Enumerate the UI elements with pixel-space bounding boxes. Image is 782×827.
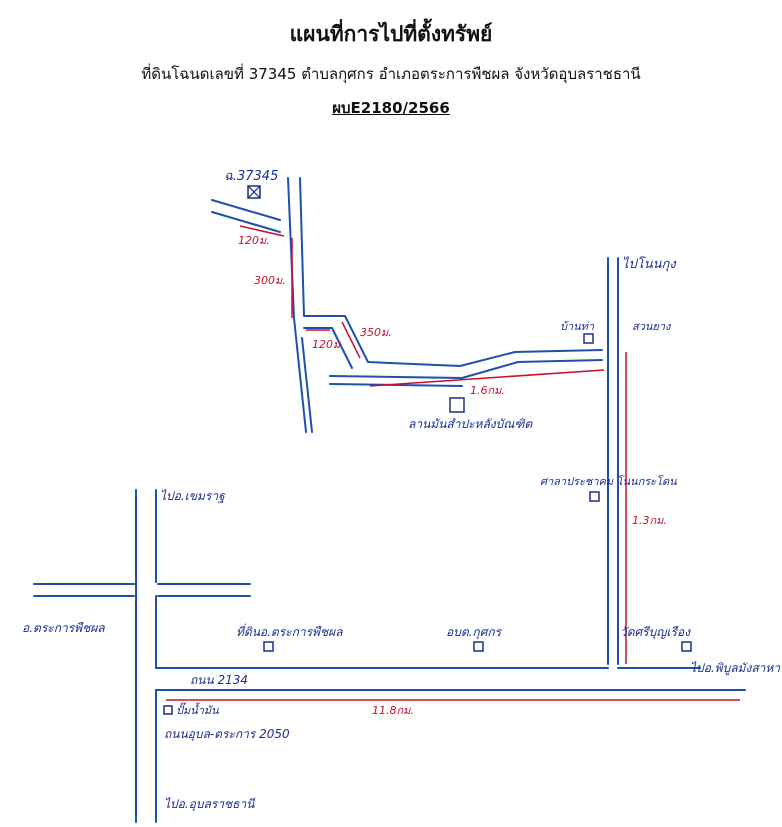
- distance-label-16km: 1.6กม.: [470, 384, 505, 397]
- case-number: ผบE2180/2566: [332, 99, 450, 117]
- road-2134: [135, 489, 746, 823]
- distance-markers: [166, 225, 740, 701]
- kusakon-label: อบต.กุศกร: [446, 625, 503, 640]
- property-label: ฉ.37345: [224, 169, 278, 184]
- temple-label: วัดศรีบุญเรือง: [620, 625, 691, 640]
- to-ubon-label: ไปอ.อุบลราชธานี: [164, 797, 256, 812]
- temple-marker: [681, 641, 692, 652]
- village-marker: [583, 333, 594, 344]
- right-road: [607, 257, 619, 665]
- village2-label: บ้านท่า: [560, 320, 595, 333]
- distance-label-13km: 1.3กม.: [632, 514, 667, 527]
- to-phibun-label: ไปอ.พิบูลมังสาหาร: [690, 661, 782, 676]
- distance-label-120b: 120ม.: [312, 338, 344, 351]
- distance-label-350: 350ม.: [360, 326, 392, 339]
- school-label: ลานมันสำปะหลังบัณฑิต: [408, 417, 533, 431]
- road-2134-label: ถนน 2134: [190, 673, 248, 687]
- to-nong-khu-label: ไปโนนกุง: [622, 256, 677, 272]
- trakan-label: อ.ตระการพืชผล: [22, 621, 105, 635]
- map-title: แผนที่การไปที่ตั้งทรัพย์: [289, 22, 493, 46]
- school-marker: [449, 397, 465, 413]
- land-office-label: ที่ดินอ.ตระการพืชผล: [236, 623, 343, 639]
- village-label: สวนยาง: [632, 320, 672, 333]
- land-office-marker: [263, 641, 274, 652]
- left-crossroad: [33, 583, 251, 597]
- ban-mai-label: ไปอ.เขมราฐ: [160, 489, 226, 504]
- distance-label-120a: 120ม.: [238, 234, 270, 247]
- kusakon-marker: [473, 641, 484, 652]
- road-2050-label: ถนนอุบล-ตระการ 2050: [164, 727, 290, 742]
- map-subtitle: ที่ดินโฉนดเลขที่ 37345 ตำบลกุศกร อำเภอตร…: [141, 65, 641, 83]
- market-label: ศาลาประชาคม โนนกระโดน: [540, 475, 677, 488]
- distance-label-300: 300ม.: [254, 274, 286, 287]
- market-marker: [589, 491, 600, 502]
- distance-label-118km: 11.8กม.: [372, 704, 414, 717]
- access-road-lane: [211, 177, 603, 433]
- property-cross-icon: [247, 185, 261, 199]
- petrol-marker: [163, 705, 173, 715]
- petrol-label: ปั๊มน้ำมัน: [176, 702, 219, 717]
